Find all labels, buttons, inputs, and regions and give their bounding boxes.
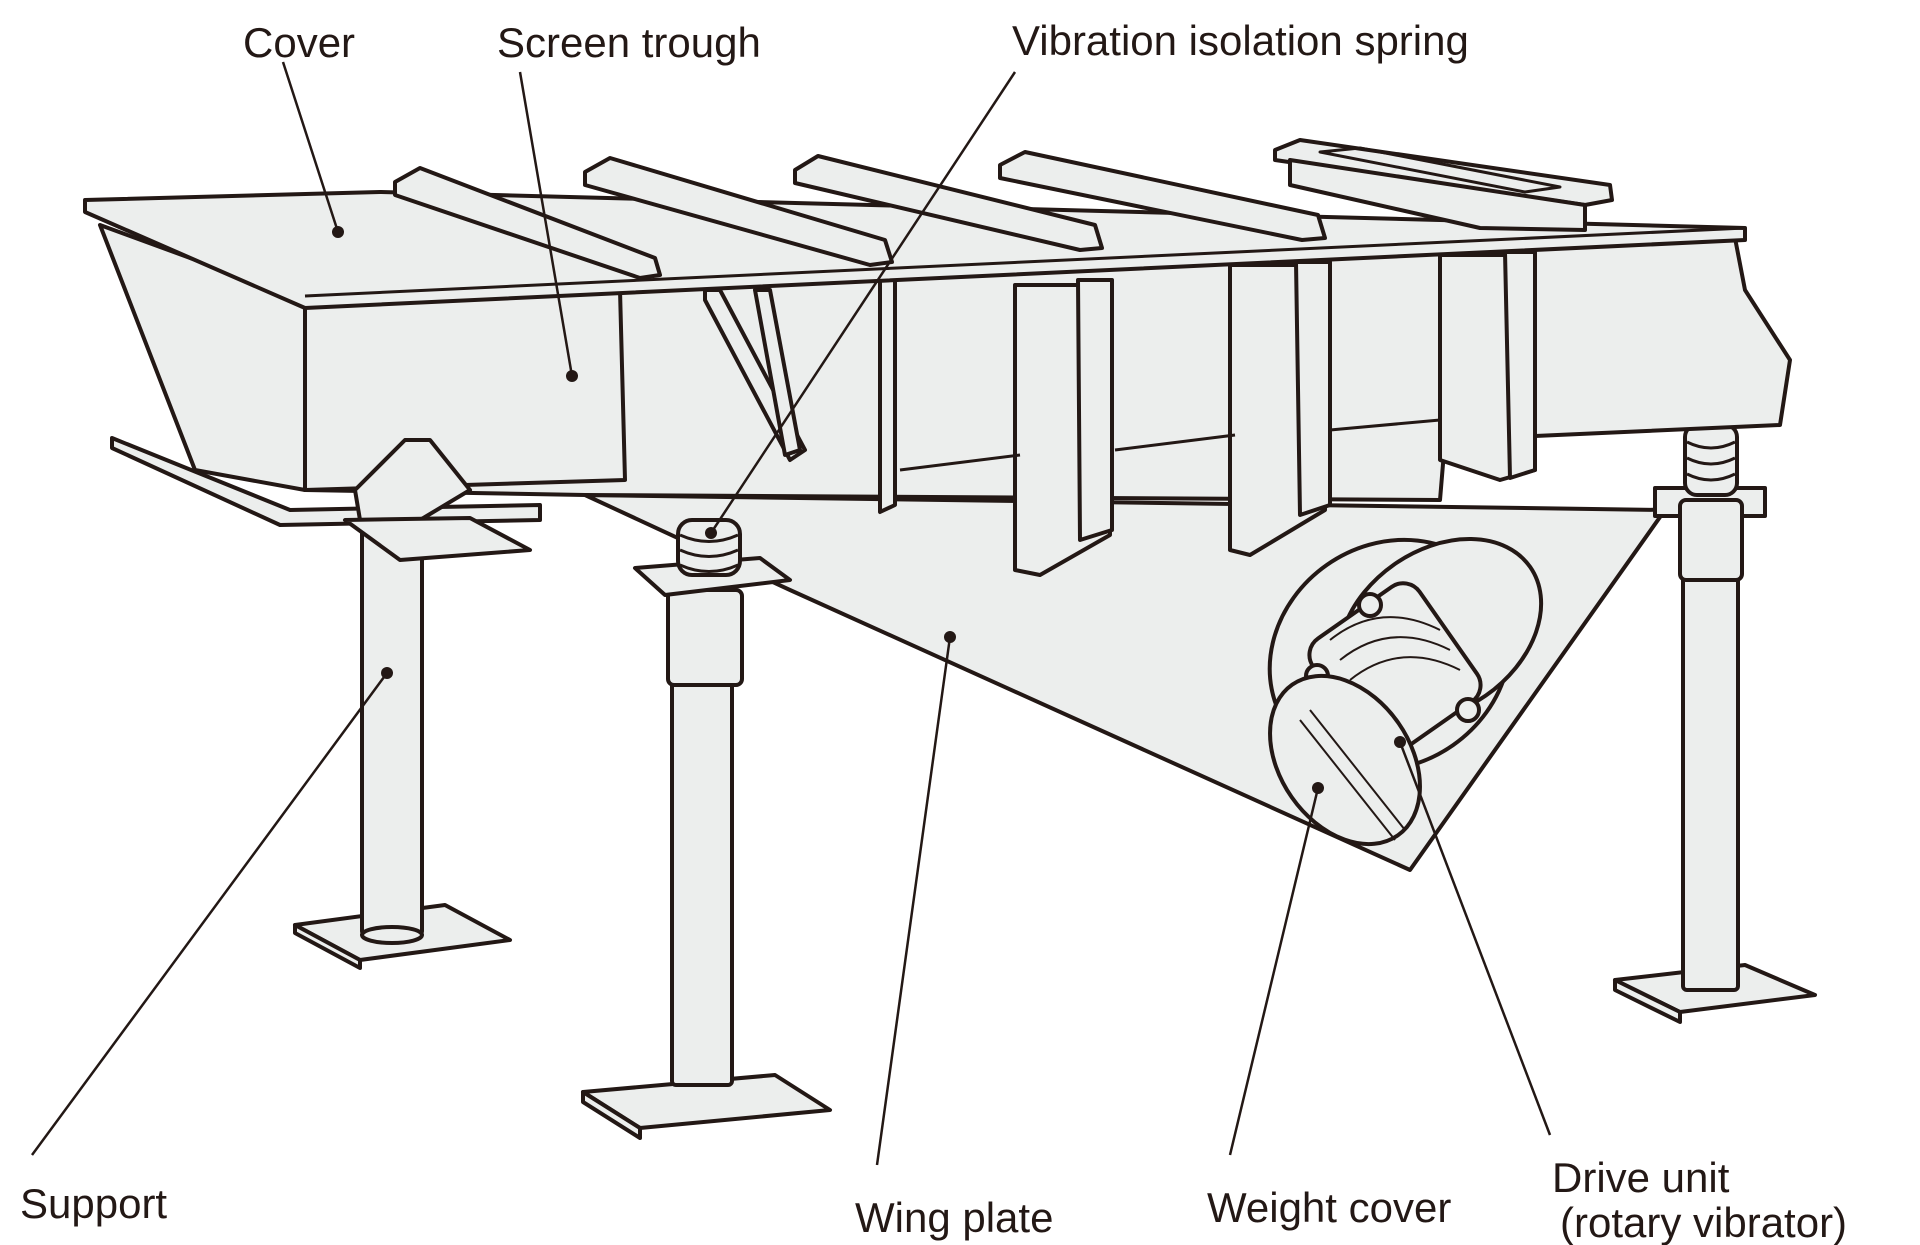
leader-cover bbox=[281, 61, 344, 238]
inlet-port bbox=[1273, 138, 1614, 232]
leader-drive-unit bbox=[1394, 736, 1552, 1136]
leader-vibration-isolation-spring bbox=[705, 71, 1017, 539]
drive-unit-rotary-vibrator bbox=[1267, 537, 1544, 847]
vibration-isolation-spring-front bbox=[633, 518, 792, 597]
weight-cover bbox=[1268, 673, 1422, 847]
cover bbox=[83, 138, 1747, 310]
label-support: Support bbox=[20, 1180, 167, 1227]
label-screen-trough: Screen trough bbox=[497, 19, 761, 66]
label-weight-cover: Weight cover bbox=[1207, 1184, 1451, 1231]
support-front-middle bbox=[581, 588, 832, 1140]
leader-support bbox=[30, 667, 393, 1156]
label-wing-plate: Wing plate bbox=[855, 1194, 1053, 1241]
leader-wing-plate bbox=[875, 631, 956, 1166]
support-rear-right bbox=[1613, 486, 1817, 1024]
label-drive-unit-line2: (rotary vibrator) bbox=[1560, 1199, 1847, 1245]
vibration-isolation-spring-rear bbox=[1683, 423, 1739, 497]
support-front-left bbox=[293, 518, 512, 970]
label-drive-unit-line1: Drive unit bbox=[1552, 1154, 1730, 1201]
leader-weight-cover bbox=[1228, 782, 1324, 1156]
label-cover: Cover bbox=[243, 19, 355, 66]
label-vibration-isolation-spring: Vibration isolation spring bbox=[1012, 17, 1469, 64]
leader-screen-trough bbox=[518, 71, 578, 382]
